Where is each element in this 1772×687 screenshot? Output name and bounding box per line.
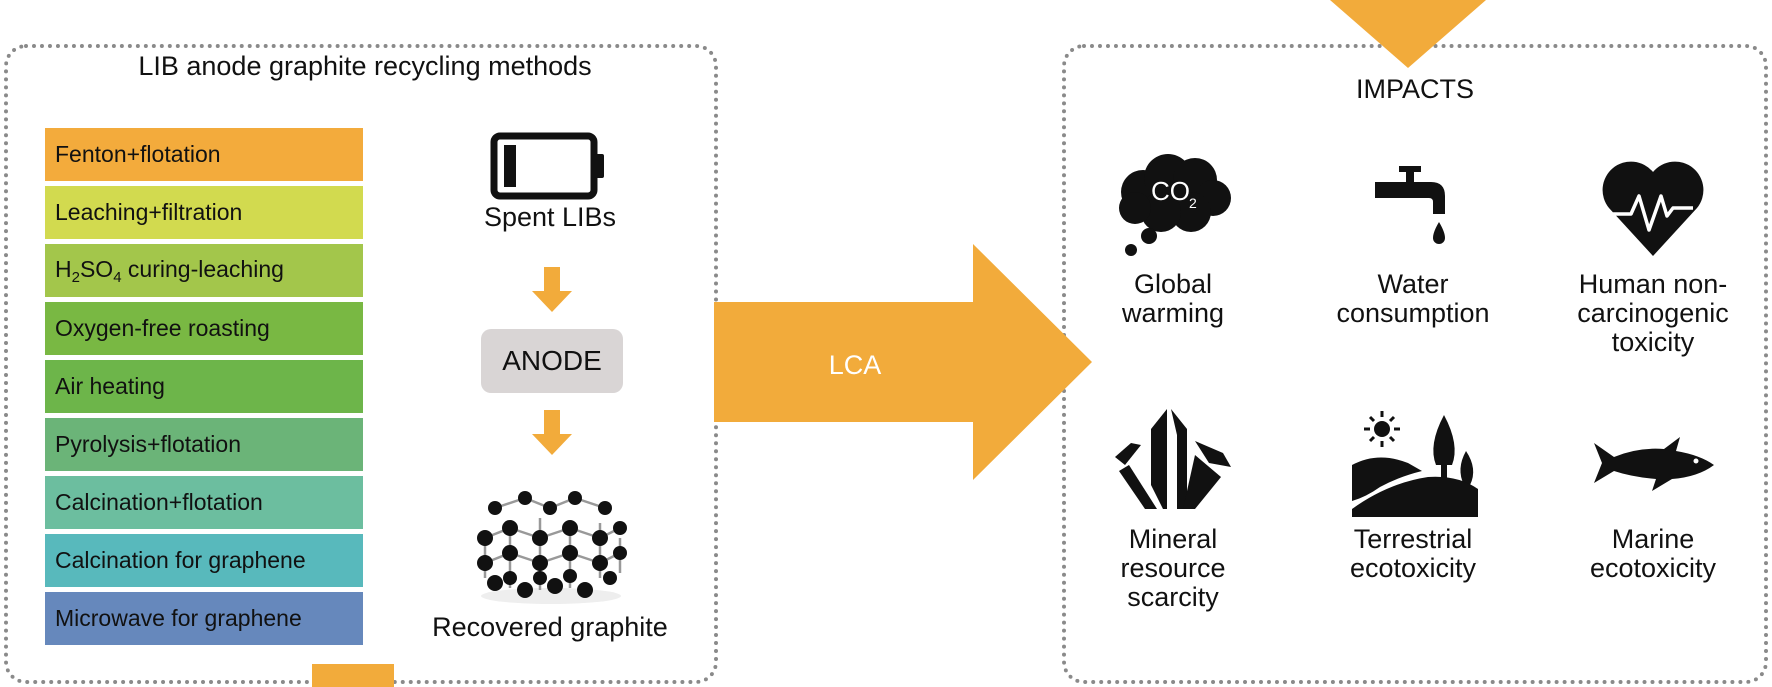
method-label: Microwave for graphene [55, 605, 302, 631]
method-pyrolysis-flotation: Pyrolysis+flotation [45, 418, 363, 471]
method-h2so4-curing-leaching: H2SO4 curing-leaching [45, 244, 363, 297]
top-down-triangle [1330, 0, 1486, 68]
faucet-icon [1375, 166, 1445, 244]
impact-label-line: Global [1133, 269, 1213, 299]
formula-rest: curing-leaching [121, 255, 284, 282]
impact-label-line: scarcity [1127, 582, 1219, 612]
method-label: Air heating [55, 373, 165, 399]
method-label: Oxygen-free roasting [55, 315, 270, 341]
formula-sub: 4 [113, 268, 122, 286]
recovered-graphite-label: Recovered graphite [432, 612, 668, 642]
impact-label: Human non- carcinogenic toxicity [1543, 270, 1763, 357]
impact-label: Terrestrial ecotoxicity [1303, 525, 1523, 583]
method-leaching-filtration: Leaching+filtration [45, 186, 363, 239]
formula-so: SO [79, 255, 114, 282]
lca-arrow [714, 244, 1092, 480]
impact-label-line: ecotoxicity [1349, 553, 1477, 583]
impact-label-line: Mineral [1128, 524, 1218, 554]
impact-terrestrial-ecotoxicity: Terrestrial ecotoxicity [1303, 405, 1523, 583]
method-calcination-flotation: Calcination+flotation [45, 476, 363, 529]
method-label: Pyrolysis+flotation [55, 431, 241, 457]
method-label: Fenton+flotation [55, 141, 221, 167]
method-label: Calcination+flotation [55, 489, 263, 515]
impact-label-line: consumption [1336, 298, 1490, 328]
method-label: Calcination for graphene [55, 547, 306, 573]
method-label: H2SO4 curing-leaching [55, 256, 284, 286]
impact-label-line: Terrestrial [1353, 524, 1473, 554]
fish-icon [1594, 437, 1714, 491]
heartbeat-icon [1602, 161, 1704, 256]
impact-label: Mineral resource scarcity [1063, 525, 1283, 612]
impact-label-line: carcinogenic [1577, 298, 1729, 328]
co2-cloud-icon: CO 2 [1119, 154, 1231, 256]
lca-label: LCA [828, 350, 882, 380]
battery-icon [490, 132, 604, 200]
impact-label-line: Human non- [1578, 269, 1728, 299]
impact-water-consumption: Water consumption [1303, 150, 1523, 328]
impact-label: Global warming [1063, 270, 1283, 328]
method-fenton-flotation: Fenton+flotation [45, 128, 363, 181]
impact-marine-ecotoxicity: Marine ecotoxicity [1543, 405, 1763, 583]
impact-label-line: warming [1121, 298, 1225, 328]
impact-human-toxicity: Human non- carcinogenic toxicity [1543, 150, 1763, 357]
impact-label-line: ecotoxicity [1589, 553, 1717, 583]
impact-global-warming: CO 2 Global warming [1063, 150, 1283, 328]
impact-label-line: resource [1120, 553, 1226, 583]
impact-label: Water consumption [1303, 270, 1523, 328]
graphite-lattice-icon [477, 491, 627, 604]
recycling-methods-title: LIB anode graphite recycling methods [138, 51, 592, 81]
method-calcination-graphene: Calcination for graphene [45, 534, 363, 587]
formula-sub: 2 [71, 268, 80, 286]
formula-h: H [55, 255, 72, 282]
co2-text: CO [1151, 176, 1190, 206]
bottom-connector-stub [312, 664, 394, 687]
down-arrow-icon [532, 267, 572, 312]
impact-label-line: toxicity [1611, 327, 1695, 357]
landscape-icon [1352, 411, 1478, 517]
impact-label-line: Marine [1611, 524, 1695, 554]
impact-label: Marine ecotoxicity [1543, 525, 1763, 583]
down-arrow-icon [532, 410, 572, 455]
method-label: Leaching+filtration [55, 199, 243, 225]
co2-subscript: 2 [1189, 195, 1197, 211]
spent-libs-label: Spent LIBs [483, 202, 617, 232]
impact-mineral-scarcity: Mineral resource scarcity [1063, 405, 1283, 612]
impact-label-line: Water [1377, 269, 1449, 299]
crystal-icon [1115, 409, 1231, 509]
method-oxygen-free-roasting: Oxygen-free roasting [45, 302, 363, 355]
method-air-heating: Air heating [45, 360, 363, 413]
impacts-title: IMPACTS [1355, 74, 1474, 104]
anode-box: ANODE [481, 329, 623, 393]
methods-list: Fenton+flotation Leaching+filtration H2S… [45, 128, 363, 650]
method-microwave-graphene: Microwave for graphene [45, 592, 363, 645]
